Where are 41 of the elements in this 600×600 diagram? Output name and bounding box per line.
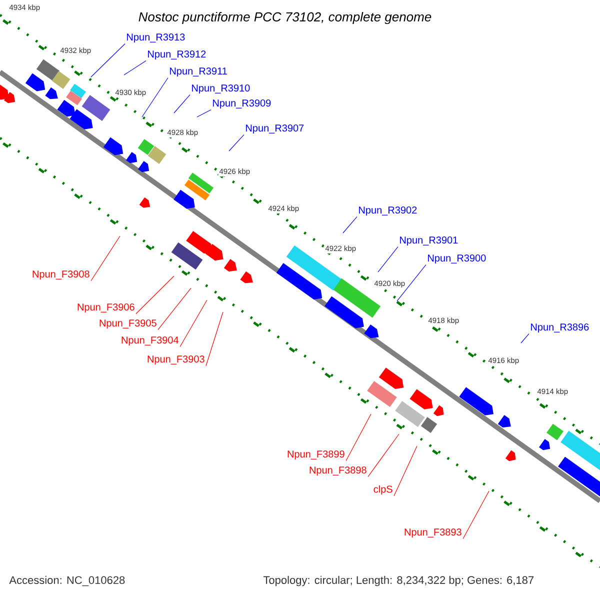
leader-line bbox=[462, 490, 490, 540]
gene-label: Npun_F3898 bbox=[310, 466, 366, 476]
leader-line bbox=[174, 94, 190, 114]
gene-label: Npun_R3913 bbox=[127, 33, 185, 43]
title: Nostoc punctiforme PCC 73102, complete genome bbox=[138, 12, 432, 24]
leader-line bbox=[396, 264, 426, 302]
leader-line bbox=[136, 276, 174, 314]
gene-label: Npun_R3911 bbox=[170, 67, 227, 77]
leader-line bbox=[124, 60, 146, 76]
leader-line bbox=[90, 236, 120, 282]
gene-label: Npun_R3896 bbox=[531, 323, 589, 333]
gene-label: Npun_F3893 bbox=[404, 528, 462, 538]
leader-line bbox=[206, 312, 224, 366]
gene-label: Npun_R3901 bbox=[400, 236, 458, 246]
gene-label: Npun_F3899 bbox=[288, 450, 344, 460]
leader-line bbox=[378, 246, 398, 272]
leader-line bbox=[394, 446, 418, 496]
leader-line bbox=[520, 333, 530, 344]
leader-line bbox=[368, 434, 400, 478]
gene-label: Npun_R3902 bbox=[359, 206, 417, 216]
leader-line bbox=[142, 77, 168, 118]
gene-label: Npun_F3905 bbox=[100, 319, 156, 329]
leader-line bbox=[158, 288, 192, 330]
footer-text: Topology: circular; Length: 8,234,322 bp; Genes: 6,187 bbox=[263, 576, 534, 586]
gene-label: Npun_F3903 bbox=[148, 355, 204, 365]
gene-label: Npun_R3907 bbox=[246, 124, 304, 134]
gene-label: Npun_R3909 bbox=[213, 99, 271, 109]
footer-text: Accession: NC_010628 bbox=[9, 576, 125, 586]
gene-label: Npun_R3900 bbox=[428, 254, 486, 264]
leader-line bbox=[346, 414, 372, 462]
gene-label: Npun_F3906 bbox=[78, 303, 134, 313]
leader-line bbox=[90, 43, 126, 78]
leader-line bbox=[342, 216, 358, 234]
gene-label: Npun_F3904 bbox=[122, 336, 178, 346]
gene-label: Npun_R3910 bbox=[192, 84, 250, 94]
leader-line bbox=[228, 134, 244, 152]
leader-line bbox=[180, 300, 208, 348]
gene-label: clpS bbox=[374, 485, 392, 495]
gene-label: Npun_F3908 bbox=[32, 270, 90, 280]
gene-label: Npun_R3912 bbox=[148, 50, 206, 60]
leader-line bbox=[196, 109, 212, 118]
